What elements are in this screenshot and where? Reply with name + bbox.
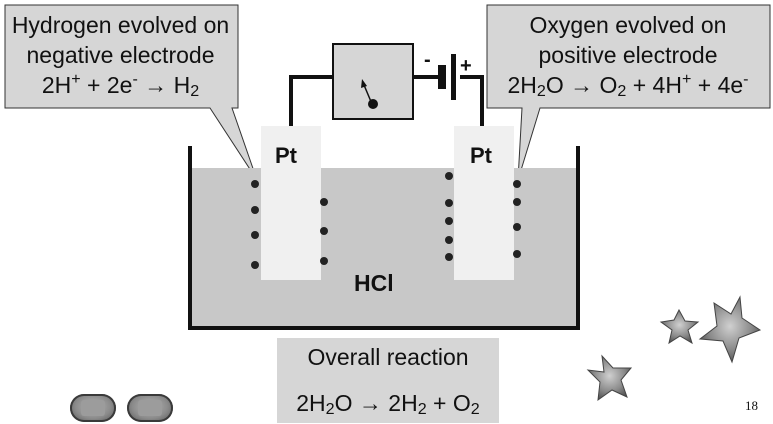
oxygen-equation: 2H2O → O2 + 4H+ + 4e- [489,70,767,100]
eq-sub: 2 [190,82,200,100]
right-electrode [454,126,514,280]
eq-part: + O [426,390,471,416]
wire-left [289,75,333,126]
eq-part: O → O [545,72,618,98]
hydrogen-callout: Hydrogen evolved on negative electrode 2… [8,10,233,100]
hydrogen-bubble [320,257,328,265]
previous-slide-button[interactable] [70,394,116,422]
eq-sub: 2 [325,400,335,418]
hydrogen-bubble [251,231,259,239]
battery-negative-plate [438,65,446,89]
eq-part: 2H [41,72,72,98]
oxygen-bubble [513,198,521,206]
oxygen-bubble [445,253,453,261]
hydrogen-bubble [251,180,259,188]
eq-sub: 2 [536,82,546,100]
nav-button-face [138,400,162,416]
decorative-star-icon [698,295,762,364]
eq-sub: 2 [417,400,427,418]
battery-minus-label: - [424,49,431,71]
nav-button-face [81,400,105,416]
eq-part: O → 2H [334,390,418,416]
hydrogen-bubble [251,206,259,214]
oxygen-bubble [513,250,521,258]
oxygen-bubble [513,223,521,231]
eq-sup: - [743,70,749,88]
left-electrode-label: Pt [275,143,297,168]
oxygen-callout: Oxygen evolved on positive electrode 2H2… [489,10,767,100]
left-electrode [261,126,321,280]
hydrogen-bubble [320,198,328,206]
battery-positive-plate [451,54,456,100]
eq-part: + 2e [80,72,133,98]
oxygen-bubble [445,236,453,244]
overall-reaction-box: Overall reaction 2H2O → 2H2 + O2 [277,338,499,423]
hydrogen-callout-line1: Hydrogen evolved on [11,12,230,38]
next-slide-button[interactable] [127,394,173,422]
oxygen-bubble [445,199,453,207]
eq-sub: 2 [617,82,627,100]
wire-right [460,75,484,126]
electrolyte-hcl [190,168,578,328]
decorative-star-icon [659,308,700,345]
hydrogen-bubble [320,227,328,235]
oxygen-callout-line2: positive electrode [538,42,718,68]
beaker [188,146,580,330]
oxygen-bubble [445,172,453,180]
eq-sup: + [681,70,692,88]
overall-reaction-title: Overall reaction [307,344,469,370]
hydrogen-callout-line2: negative electrode [26,42,215,68]
oxygen-bubble [513,180,521,188]
eq-sup: - [132,70,138,88]
battery-plus-label: + [460,55,472,77]
meter-needle-tip [361,79,367,88]
eq-part: 2H [296,390,326,416]
overall-reaction-equation: 2H2O → 2H2 + O2 [277,390,499,417]
eq-sup: + [71,70,81,88]
hydrogen-equation: 2H+ + 2e- → H2 [8,70,233,100]
electrolyte-label: HCl [354,270,394,296]
eq-part: → H [137,72,191,98]
right-electrode-label: Pt [470,143,492,168]
eq-sub: 2 [470,400,480,418]
eq-part: + 4H [626,72,682,98]
oxygen-bubble [445,217,453,225]
left-callout-box [4,4,258,181]
page-number: 18 [745,398,758,413]
oxygen-callout-line1: Oxygen evolved on [529,12,727,38]
hydrogen-bubble [251,261,259,269]
eq-part: + 4e [691,72,744,98]
meter-pivot [368,99,378,109]
decorative-star-icon [586,354,633,402]
right-callout-box [486,4,771,181]
eq-part: 2H [507,72,537,98]
